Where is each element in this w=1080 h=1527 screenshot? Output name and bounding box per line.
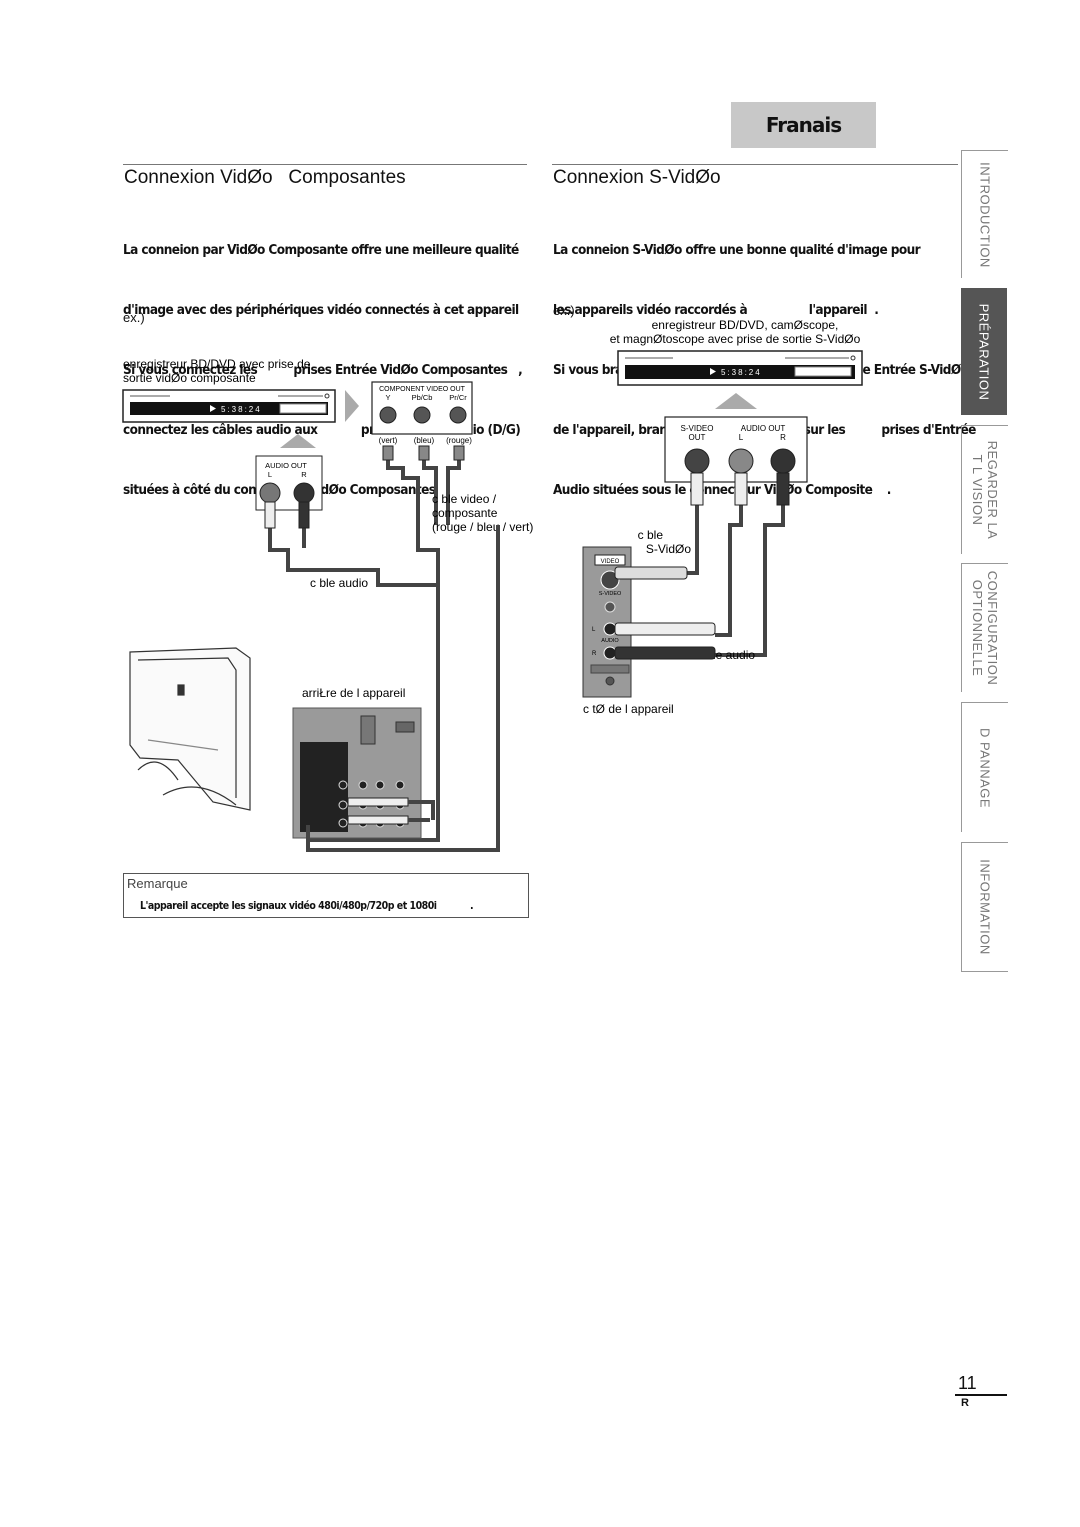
body-line: Si vous connectez les prises Entrée VidØ… xyxy=(123,362,523,378)
body-line: d'image avec des périphériques vidéo con… xyxy=(123,302,574,318)
tab-introduction-label: INTRODUCTION xyxy=(977,161,993,268)
play-icon xyxy=(210,405,216,412)
panel-video-label: VIDEO xyxy=(601,559,620,565)
up-arrow xyxy=(715,393,757,409)
tab-preparation-label: PRÉPARATION xyxy=(976,303,992,400)
tab-optional-setup-label: CONFIGURATION OPTIONNELLE xyxy=(970,570,1000,686)
right-section-title: Connexion S-VidØo xyxy=(553,167,721,188)
audio-cable-label: c ble audio xyxy=(310,576,368,590)
left-section-title: Connexion VidØo Composantes xyxy=(124,167,406,188)
svideo-cable-label-1: c ble xyxy=(638,528,664,542)
component-connection-diagram: enregistreur BD/DVD avec prise de sortie… xyxy=(122,357,533,852)
tab-information-label: INFORMATION xyxy=(977,859,993,955)
tab-preparation[interactable]: PRÉPARATION xyxy=(961,288,1007,415)
tab-information[interactable]: INFORMATION xyxy=(961,842,1008,972)
component-out-label: COMPONENT VIDEO OUT xyxy=(379,386,466,393)
up-arrow xyxy=(280,434,316,448)
direction-arrow xyxy=(345,390,359,422)
svideo-device-label-line1: enregistreur BD/DVD, camØscope, xyxy=(652,318,839,332)
plug-color-red: (rouge) xyxy=(446,436,472,445)
svideo-display-readout: 5:38:24 xyxy=(721,368,762,377)
note-box: Remarque L'appareil accepte les signaux … xyxy=(123,873,529,918)
tv-side-view xyxy=(129,647,251,811)
play-icon xyxy=(710,368,716,375)
component-out-panel: COMPONENT VIDEO OUT Y Pb/Cb Pr/Cr (vert)… xyxy=(371,381,473,445)
note-heading: Remarque xyxy=(127,876,188,891)
tab-optional-setup[interactable]: CONFIGURATION OPTIONNELLE xyxy=(961,563,1008,692)
right-example-label: ex.) xyxy=(553,303,575,318)
audio-out-label: AUDIO OUT xyxy=(265,461,307,470)
svideo-device-label-line2: et magnØtoscope avec prise de sortie S-V… xyxy=(610,332,861,346)
tab-introduction[interactable]: INTRODUCTION xyxy=(961,150,1008,278)
left-section-body: La conneion par VidØo Composante offre u… xyxy=(123,200,574,520)
panel-r-label: R xyxy=(592,651,597,657)
svideo-cables xyxy=(683,475,785,657)
svideo-connection-diagram: enregistreur BD/DVD, camØscope, et magnØ… xyxy=(582,318,863,716)
svideo-out-label-1: S-VIDEO xyxy=(681,424,714,433)
panel-l-label: L xyxy=(592,627,596,633)
rear-label: arriŁre de l appareil xyxy=(302,686,405,700)
svideo-out-label-2: OUT xyxy=(689,433,706,442)
tab-watching-tv[interactable]: REGARDER LA T L VISION xyxy=(961,425,1008,554)
audio-out-panel: AUDIO OUT L R xyxy=(255,455,323,511)
svideo-audio-r: R xyxy=(780,433,786,442)
component-cable-label-2: composante xyxy=(432,506,498,520)
component-cable-label-3: (rouge / bleu / vert) xyxy=(432,520,533,534)
side-label: c tØ de l appareil xyxy=(583,702,674,716)
left-title-rule xyxy=(123,164,527,165)
side-panel: VIDEO S-VIDEO L AUDIO R xyxy=(582,546,632,698)
bd-dvd-recorder: 5:38:24 xyxy=(122,389,336,423)
device-label-line1: enregistreur BD/DVD avec prise de xyxy=(123,357,311,371)
plug-color-blue: (bleu) xyxy=(414,436,435,445)
tab-troubleshooting-label: D PANNAGE xyxy=(977,727,993,808)
panel-svideo-label: S-VIDEO xyxy=(599,591,622,597)
jack-label-y: Y xyxy=(385,393,390,402)
component-cable-label-1: c ble video / xyxy=(432,492,497,506)
plug-color-green: (vert) xyxy=(379,436,398,445)
rear-panel xyxy=(292,707,422,839)
right-title-rule xyxy=(552,164,958,165)
panel-audio-label: AUDIO xyxy=(601,638,619,644)
language-tab: Franais xyxy=(731,102,876,148)
page-suffix: R xyxy=(961,1397,969,1409)
device-label-line2: sortie vidØo composante xyxy=(123,371,256,385)
audio-l-label: L xyxy=(268,470,272,479)
svideo-source-device: 5:38:24 xyxy=(617,350,863,386)
audio-cable-left xyxy=(268,505,438,587)
body-line: La conneion S-VidØo offre une bonne qual… xyxy=(553,242,921,258)
rear-cables xyxy=(306,525,500,852)
body-line: La conneion par VidØo Composante offre u… xyxy=(123,242,519,258)
tab-watching-tv-label: REGARDER LA T L VISION xyxy=(970,440,1000,540)
tab-troubleshooting[interactable]: D PANNAGE xyxy=(961,702,1008,832)
jack-label-pb: Pb/Cb xyxy=(412,393,433,402)
svideo-cable-label-2: S-VidØo xyxy=(646,542,691,556)
svideo-out-panel: S-VIDEO OUT AUDIO OUT L R xyxy=(664,416,808,483)
page-number-rule xyxy=(955,1394,1007,1396)
audio-r-label: R xyxy=(301,470,307,479)
svideo-audio-l: L xyxy=(739,433,744,442)
left-example-label: ex.) xyxy=(123,310,145,325)
svideo-audio-out-label: AUDIO OUT xyxy=(741,424,786,433)
jack-label-pr: Pr/Cr xyxy=(449,393,467,402)
page-number: 11 xyxy=(958,1373,977,1393)
body-line: les appareils vidéo raccordés à l'appare… xyxy=(553,302,879,318)
display-readout: 5:38:24 xyxy=(221,405,262,414)
note-text: L'appareil accepte les signaux vidéo 480… xyxy=(140,900,474,912)
